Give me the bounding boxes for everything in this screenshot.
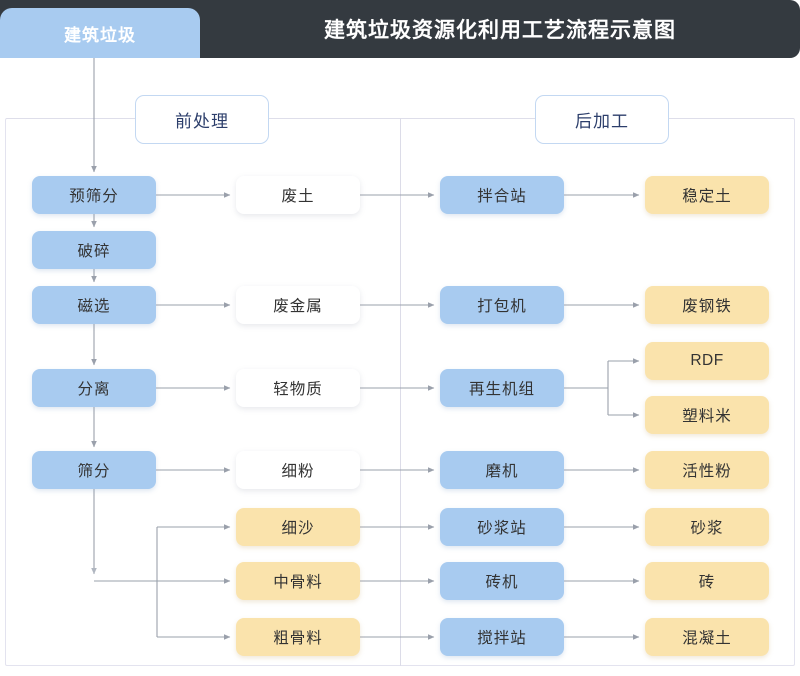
node-fine-powder[interactable]: 细粉 [236, 451, 360, 489]
node-fine-sand[interactable]: 细沙 [236, 508, 360, 546]
node-stabilized-soil[interactable]: 稳定土 [645, 176, 769, 214]
node-rdf[interactable]: RDF [645, 342, 769, 380]
node-concrete-batching-plant[interactable]: 搅拌站 [440, 618, 564, 656]
node-brick-machine[interactable]: 砖机 [440, 562, 564, 600]
node-active-powder[interactable]: 活性粉 [645, 451, 769, 489]
node-grinding-mill[interactable]: 磨机 [440, 451, 564, 489]
node-crushing[interactable]: 破碎 [32, 231, 156, 269]
node-medium-aggregate[interactable]: 中骨料 [236, 562, 360, 600]
header-tab-construction-waste[interactable]: 建筑垃圾 [0, 8, 200, 58]
node-recycling-unit[interactable]: 再生机组 [440, 369, 564, 407]
node-mortar-station[interactable]: 砂浆站 [440, 508, 564, 546]
node-magnetic-separation[interactable]: 磁选 [32, 286, 156, 324]
node-screening[interactable]: 筛分 [32, 451, 156, 489]
node-scrap-steel[interactable]: 废钢铁 [645, 286, 769, 324]
page-title: 建筑垃圾资源化利用工艺流程示意图 [324, 19, 676, 42]
node-light-material[interactable]: 轻物质 [236, 369, 360, 407]
section-label-post-processing: 后加工 [535, 95, 669, 144]
node-waste-soil[interactable]: 废土 [236, 176, 360, 214]
section-label-pre-treatment: 前处理 [135, 95, 269, 144]
node-baler[interactable]: 打包机 [440, 286, 564, 324]
section-divider [400, 118, 401, 666]
node-pre-screening[interactable]: 预筛分 [32, 176, 156, 214]
node-scrap-metal[interactable]: 废金属 [236, 286, 360, 324]
node-concrete[interactable]: 混凝土 [645, 618, 769, 656]
node-coarse-aggregate[interactable]: 粗骨料 [236, 618, 360, 656]
node-mortar[interactable]: 砂浆 [645, 508, 769, 546]
node-mixing-station[interactable]: 拌合站 [440, 176, 564, 214]
node-plastic-pellets[interactable]: 塑料米 [645, 396, 769, 434]
node-brick[interactable]: 砖 [645, 562, 769, 600]
node-separation[interactable]: 分离 [32, 369, 156, 407]
